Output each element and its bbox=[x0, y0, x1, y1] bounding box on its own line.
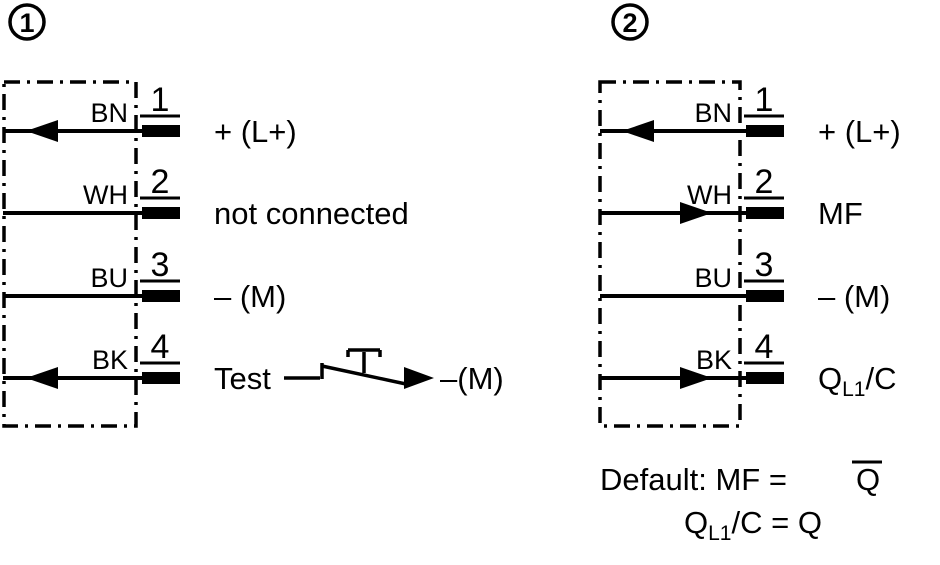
switch-target-label: –(M) bbox=[440, 361, 504, 396]
default-note-line2: QL1/C = Q bbox=[684, 505, 822, 545]
pin-function-label: not connected bbox=[214, 196, 409, 231]
pin-function-label: MF bbox=[818, 196, 863, 231]
arrow-right-icon bbox=[680, 367, 712, 389]
pin-function-label: – (M) bbox=[214, 279, 286, 314]
pin-number: 3 bbox=[151, 246, 170, 284]
wire-row: BN 1 + (L+) bbox=[600, 81, 901, 149]
pin-function-label: + (L+) bbox=[818, 114, 901, 149]
wire-color-label: WH bbox=[687, 180, 732, 210]
default-note-line1-label: Default: MF = bbox=[600, 462, 787, 497]
wiring-diagram-1: 1 BN 1 + (L+) WH 2 not connected BU bbox=[2, 3, 504, 428]
default-note-line1-value: Q bbox=[856, 462, 880, 497]
wire-row: BU 3 – (M) bbox=[600, 246, 890, 314]
badge-circle bbox=[611, 3, 649, 41]
wire-color-label: BK bbox=[696, 345, 732, 375]
badge-circle bbox=[8, 3, 46, 41]
wire-color-label: BU bbox=[90, 263, 128, 293]
pin-terminal bbox=[746, 290, 784, 302]
wire-row: WH 2 not connected bbox=[3, 163, 409, 231]
pin-terminal bbox=[746, 372, 784, 384]
test-switch-icon bbox=[284, 348, 407, 386]
diagram-1-number-badge: 1 bbox=[8, 3, 46, 41]
wire-color-label: BK bbox=[92, 345, 128, 375]
pin-terminal bbox=[142, 290, 180, 302]
arrow-right-icon bbox=[680, 202, 712, 224]
pin-number: 4 bbox=[755, 328, 774, 366]
badge-number: 2 bbox=[622, 8, 637, 38]
pin-terminal bbox=[142, 372, 180, 384]
pin-terminal bbox=[142, 125, 180, 137]
pin-function-label: + (L+) bbox=[214, 114, 297, 149]
wire-row: BK 4 QL1/C bbox=[600, 328, 896, 401]
arrow-left-icon bbox=[26, 367, 58, 389]
wire-color-label: BN bbox=[694, 98, 732, 128]
diagram-2-number-badge: 2 bbox=[611, 3, 649, 41]
badge-number: 1 bbox=[19, 8, 34, 38]
arrow-left-icon bbox=[622, 120, 654, 142]
pin-function-label: QL1/C bbox=[818, 361, 896, 401]
wire-color-label: BU bbox=[694, 263, 732, 293]
wire-row: BU 3 – (M) bbox=[3, 246, 286, 314]
arrow-right-icon bbox=[404, 367, 434, 389]
wire-row: BK 4 Test –(M) bbox=[3, 328, 504, 396]
pin-terminal bbox=[746, 125, 784, 137]
pin-number: 1 bbox=[151, 81, 170, 119]
pin-number: 2 bbox=[151, 163, 170, 201]
pin-number: 2 bbox=[755, 163, 774, 201]
pin-terminal bbox=[142, 207, 180, 219]
pin-number: 4 bbox=[151, 328, 170, 366]
device-outline bbox=[598, 80, 742, 428]
arrow-left-icon bbox=[26, 120, 58, 142]
pin-function-label: Test bbox=[214, 361, 271, 396]
wiring-diagram-2: 2 BN 1 + (L+) WH 2 MF BU 3 bbox=[598, 3, 901, 545]
wire-row: BN 1 + (L+) bbox=[3, 81, 297, 149]
default-note: Default: MF = Q QL1/C = Q bbox=[600, 460, 882, 545]
wire-row: WH 2 MF bbox=[600, 163, 863, 231]
pin-number: 3 bbox=[755, 246, 774, 284]
pin-terminal bbox=[746, 207, 784, 219]
wire-color-label: WH bbox=[83, 180, 128, 210]
pin-function-label: – (M) bbox=[818, 279, 890, 314]
pin-number: 1 bbox=[755, 81, 774, 119]
device-outline bbox=[2, 80, 138, 428]
wire-color-label: BN bbox=[90, 98, 128, 128]
